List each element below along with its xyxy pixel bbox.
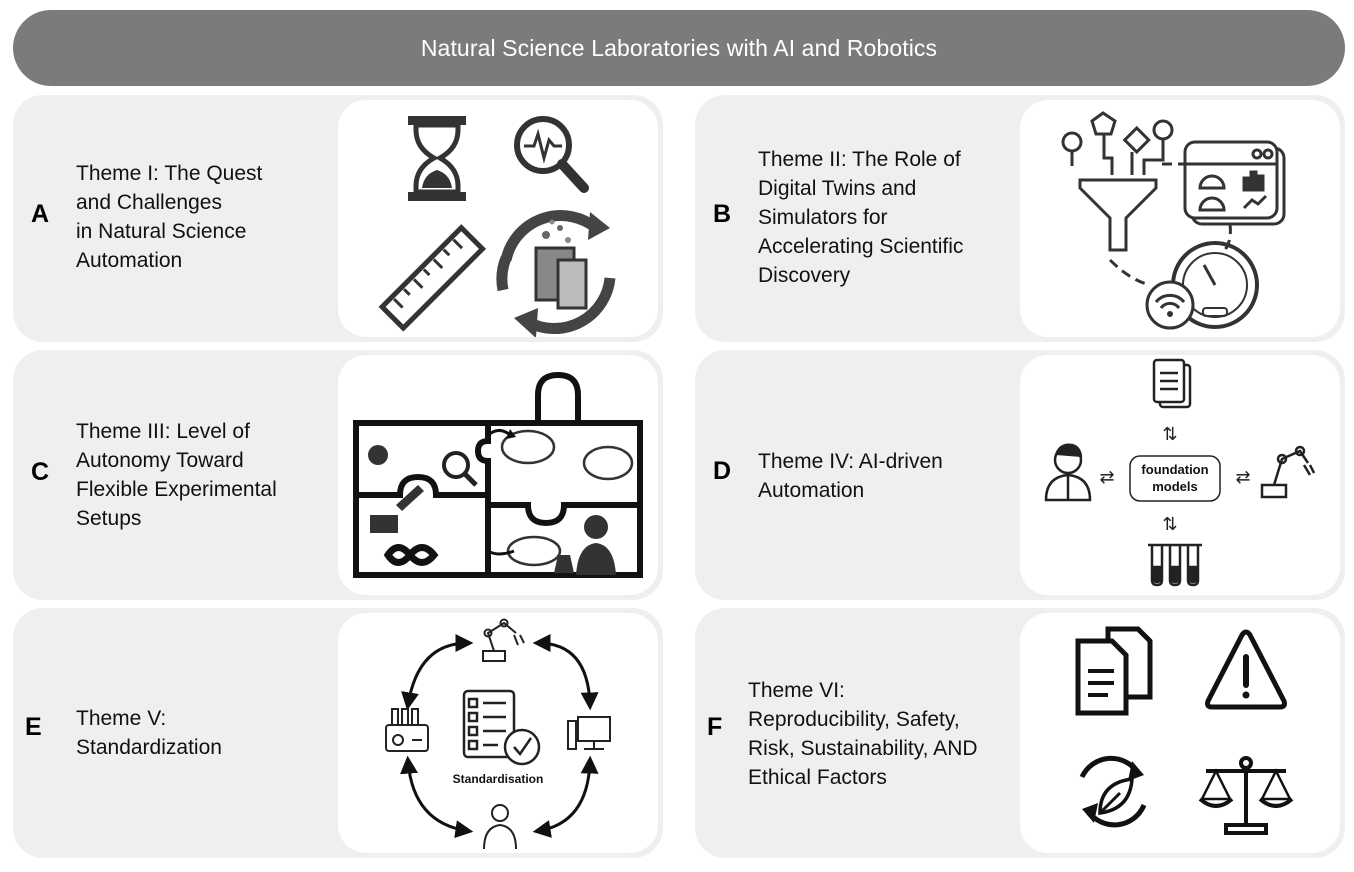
panel-theme-3: C Theme III: Level of Autonomy Toward Fl…: [13, 350, 663, 600]
balance-scale-icon: [1198, 756, 1294, 835]
theme-4-illustration: ⇅ foundation models ⇄ ⇄ ⇅: [1044, 358, 1316, 587]
magnifier-waveform-icon: [514, 116, 589, 193]
panel-letter: F: [707, 713, 723, 741]
theme-1-illustration: [378, 116, 616, 337]
header-banner: Natural Science Laboratories with AI and…: [13, 10, 1345, 86]
panel-letter: B: [713, 200, 732, 228]
lab-instrument-icon: [385, 708, 429, 752]
panel-theme-1: A Theme I: The Quest and Challenges in N…: [13, 95, 663, 342]
sustainability-leaf-icon: [1079, 755, 1147, 828]
documents-icon: [1075, 626, 1153, 716]
panel-theme-5: E Theme V: Standardization: [13, 608, 663, 858]
panel-letter: E: [25, 713, 42, 741]
test-tubes-icon: [1148, 543, 1202, 587]
robot-arm-icon: [1260, 445, 1316, 499]
dashboard-icon: [1183, 140, 1286, 226]
warning-icon: [1205, 629, 1287, 710]
icon-card: [338, 355, 658, 595]
standardisation-label: Standardisation: [453, 772, 544, 786]
panel-letter: C: [31, 458, 50, 486]
theme-6-illustration: [1075, 626, 1294, 835]
icon-card: ⇅ foundation models ⇄ ⇄ ⇅: [1020, 355, 1340, 595]
panel-title: Theme V: Standardization: [76, 707, 222, 759]
svg-text:⇅: ⇅: [1162, 514, 1177, 534]
panel-theme-4: D Theme IV: AI-driven Automation ⇅ found…: [695, 350, 1345, 600]
scientist-icon: [1044, 443, 1092, 502]
panel-letter: A: [31, 200, 50, 228]
theme-5-illustration: Standardisation: [385, 618, 611, 850]
icon-card: [338, 100, 658, 337]
wifi-icon: [1145, 280, 1195, 330]
computer-icon: [567, 716, 611, 750]
theme-2-illustration: [1061, 111, 1286, 330]
panel-title: Theme IV: AI-driven Automation: [758, 450, 943, 502]
document-icon: [1152, 358, 1192, 409]
beaker-cycle-icon: [496, 210, 616, 337]
foundation-models-box: [1129, 455, 1221, 502]
puzzle-lab-icon: [353, 371, 643, 578]
icon-card: [1020, 100, 1340, 337]
robot-arm-icon: [482, 618, 525, 662]
hourglass-icon: [408, 116, 466, 201]
scientist-icon: [483, 804, 517, 850]
panel-title: Theme I: The Quest and Challenges in Nat…: [76, 162, 263, 272]
ruler-icon: [378, 224, 487, 332]
icon-card: Standardisation: [338, 613, 658, 853]
svg-text:⇄: ⇄: [1235, 467, 1250, 487]
page-title: Natural Science Laboratories with AI and…: [420, 34, 938, 61]
svg-text:⇅: ⇅: [1162, 424, 1177, 444]
panel-letter: D: [713, 457, 732, 485]
panel-title: Theme II: The Role of Digital Twins and …: [758, 148, 964, 287]
icon-card: [1020, 613, 1340, 853]
panel-title: Theme VI: Reproducibility, Safety, Risk,…: [748, 679, 978, 789]
svg-text:⇄: ⇄: [1099, 467, 1114, 487]
data-funnel-icon: [1061, 111, 1174, 252]
panel-theme-6: F Theme VI: Reproducibility, Safety, Ris…: [695, 608, 1345, 858]
foundation-models-label: models: [1152, 479, 1198, 494]
panel-theme-2: B Theme II: The Role of Digital Twins an…: [695, 95, 1345, 342]
checklist-icon: [462, 689, 541, 766]
panel-title: Theme III: Level of Autonomy Toward Flex…: [76, 420, 277, 530]
foundation-models-label: foundation: [1141, 462, 1208, 477]
